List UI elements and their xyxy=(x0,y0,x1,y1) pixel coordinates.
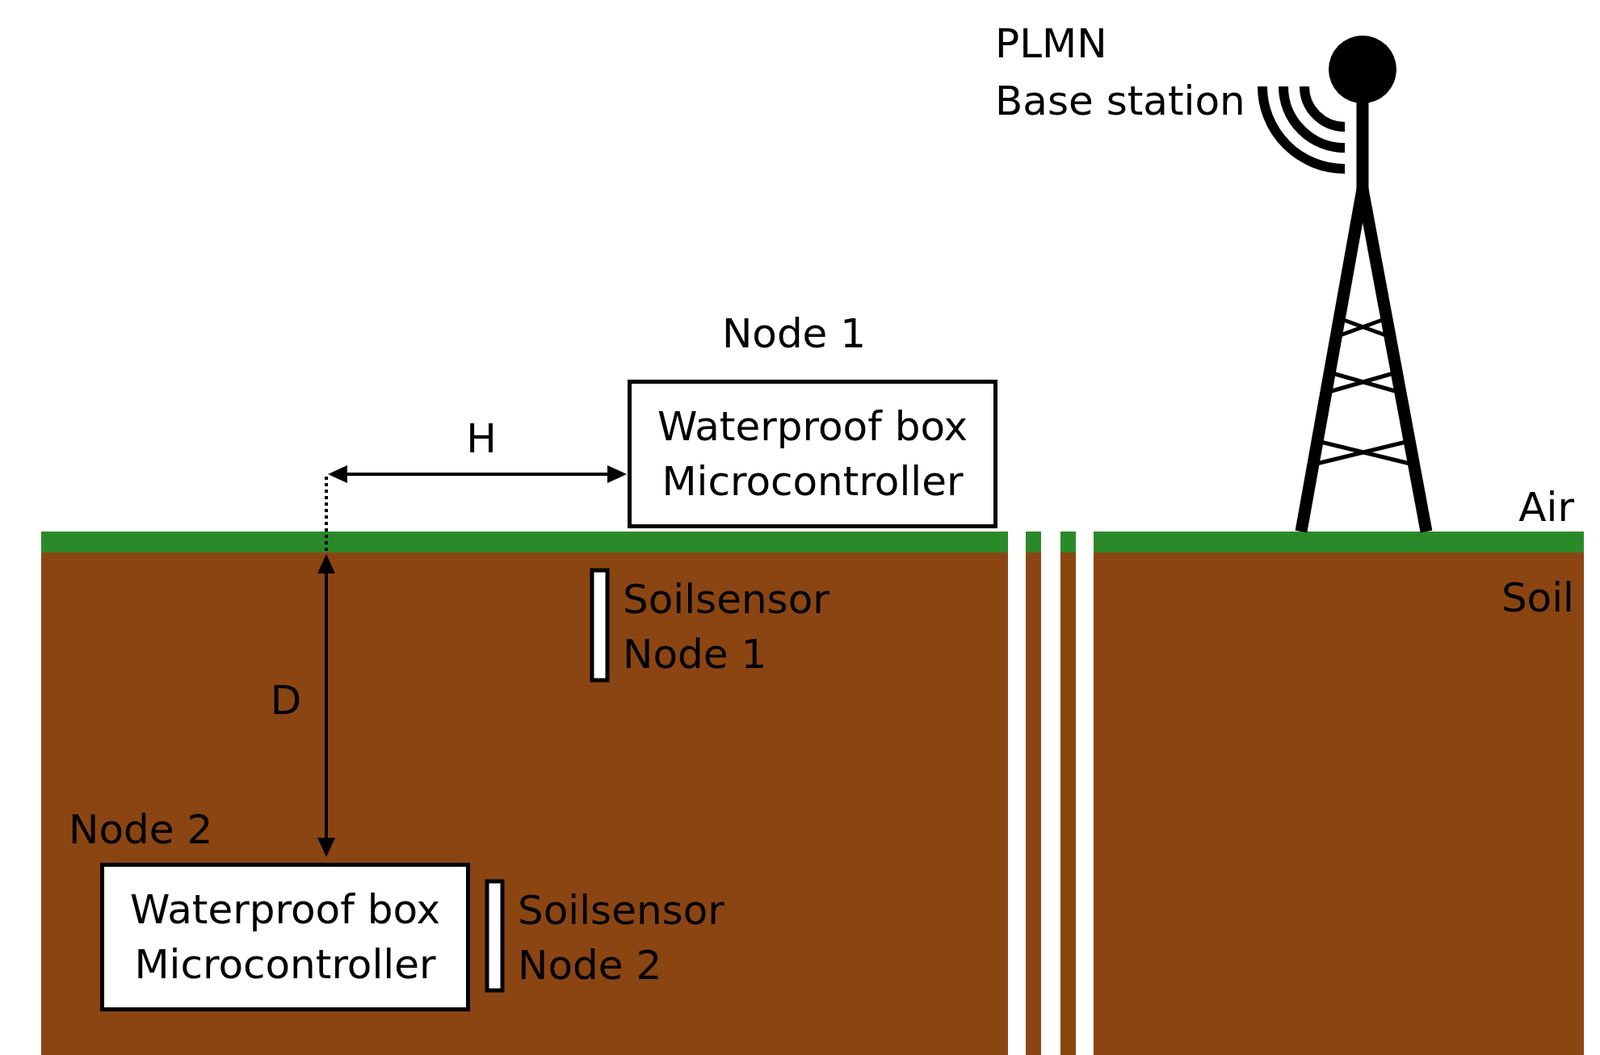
box-text: Waterproof box Microcontroller xyxy=(642,398,983,509)
grass xyxy=(1025,531,1042,553)
dimension-line xyxy=(344,472,609,476)
soil xyxy=(1025,552,1042,1055)
arrowhead xyxy=(317,837,336,857)
soil xyxy=(1093,552,1584,1055)
network-name: PLMN xyxy=(995,16,1108,72)
arrowhead xyxy=(327,465,348,483)
sensor-label: Soilsensor Node 2 xyxy=(517,882,761,993)
station-label: Base station xyxy=(995,73,1246,129)
node-heading: Node 1 xyxy=(722,306,866,362)
dimension-line xyxy=(324,570,328,840)
layer-label: Soil xyxy=(1501,570,1575,626)
soil xyxy=(41,552,1008,1055)
layer-label: Air xyxy=(1518,479,1575,535)
base-station-tower xyxy=(1262,35,1427,532)
arrowhead xyxy=(317,554,336,574)
node-heading: Node 2 xyxy=(68,802,213,857)
sensor-label: Soilsensor Node 1 xyxy=(622,571,866,682)
dimension-label: D xyxy=(270,672,303,728)
microcontroller-box: Node 1Waterproof box Microcontroller xyxy=(627,379,998,529)
dimension-extension xyxy=(324,476,328,551)
dimension-label: H xyxy=(466,411,497,467)
soil-sensor xyxy=(592,570,608,681)
grass xyxy=(1093,531,1584,553)
grass xyxy=(1060,531,1076,553)
microcontroller-box: Node 2Waterproof box Microcontroller xyxy=(100,862,471,1012)
soil-sensor xyxy=(487,881,503,991)
box-text: Waterproof box Microcontroller xyxy=(115,881,455,992)
arrowhead xyxy=(607,465,627,483)
grass xyxy=(41,531,1008,553)
soil xyxy=(1060,552,1076,1055)
